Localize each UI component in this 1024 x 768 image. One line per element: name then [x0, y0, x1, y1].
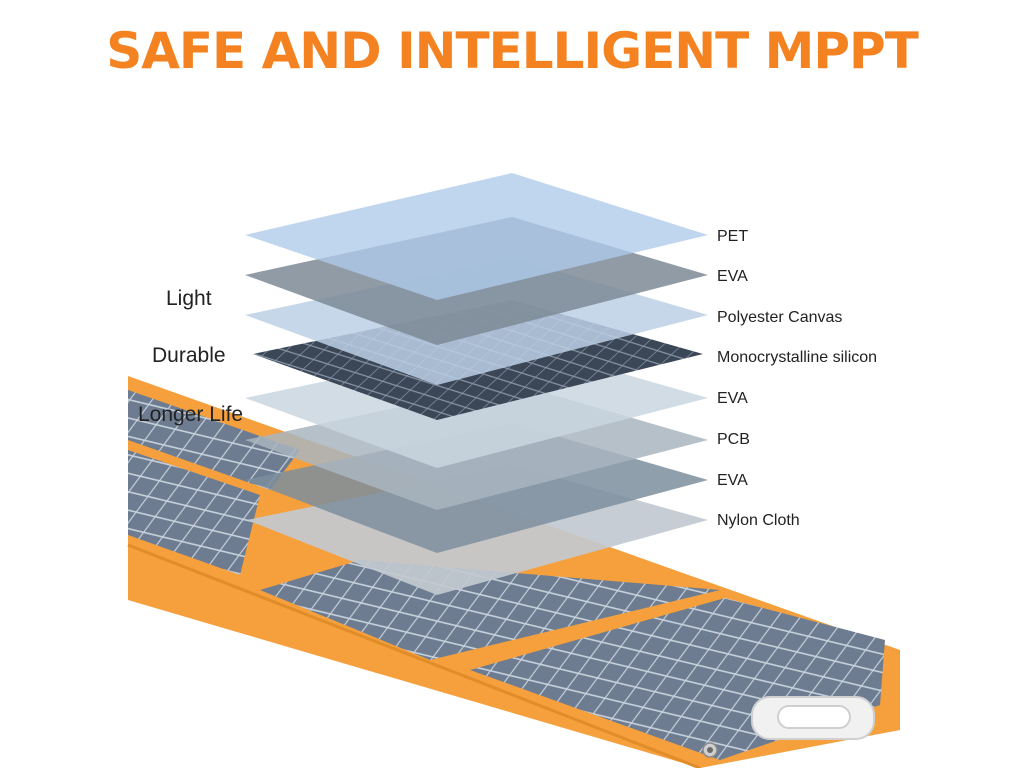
- grommet-icon: [702, 742, 718, 758]
- layer-label-eva-1: EVA: [717, 268, 748, 285]
- layer-pet: [245, 173, 708, 300]
- layer-label-monocrystalline-silicon: Monocrystalline silicon: [717, 349, 878, 366]
- layer-label-pcb: PCB: [717, 431, 750, 448]
- feature-longer-life: Longer Life: [138, 403, 244, 426]
- layer-label-polyester-canvas: Polyester Canvas: [717, 309, 843, 326]
- layer-label-eva-3: EVA: [717, 472, 748, 489]
- layer-label-pet: PET: [717, 228, 749, 245]
- layer-stack: [245, 173, 708, 595]
- layer-label-nylon-cloth: Nylon Cloth: [717, 512, 800, 529]
- feature-light: Light: [166, 287, 212, 310]
- feature-durable: Durable: [152, 344, 226, 367]
- layer-label-eva-2: EVA: [717, 390, 748, 407]
- carry-handle-icon: [751, 696, 875, 740]
- page-title: SAFE AND INTELLIGENT MPPT: [106, 22, 919, 80]
